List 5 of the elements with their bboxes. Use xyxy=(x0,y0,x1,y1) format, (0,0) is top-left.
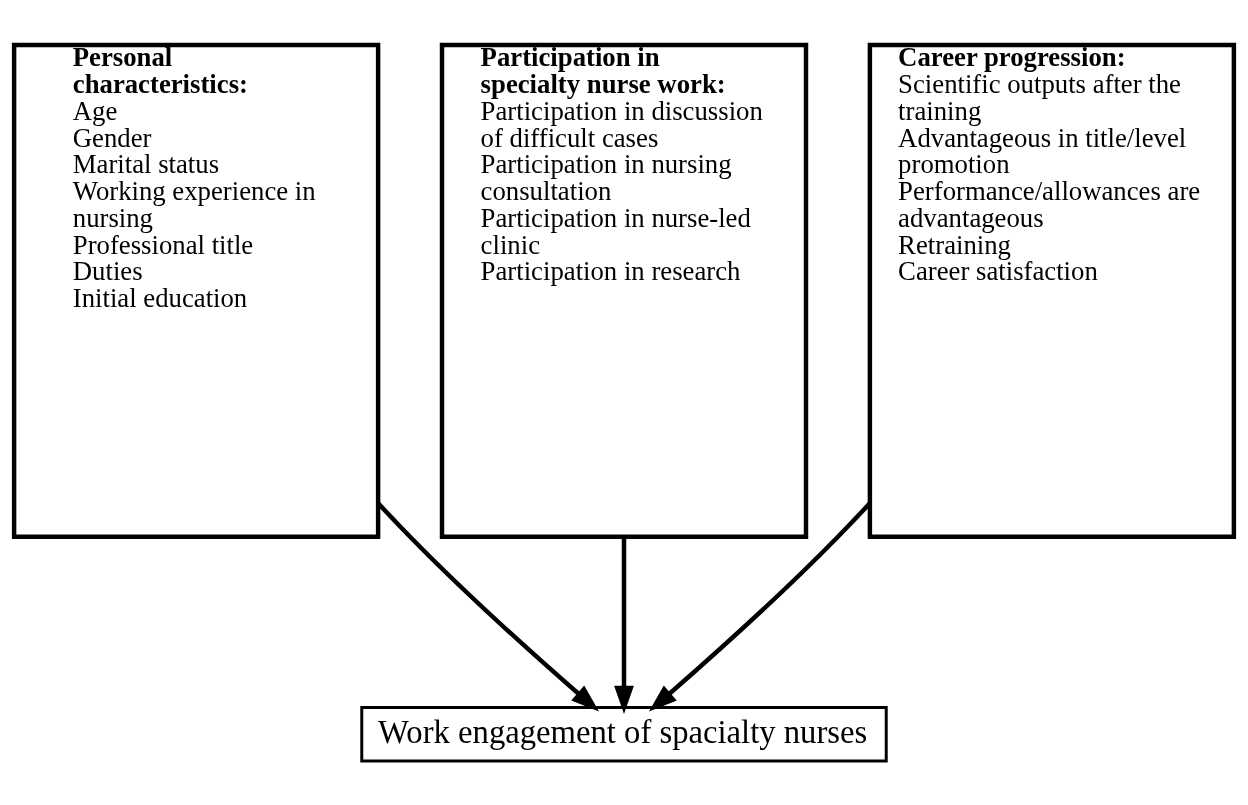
node-box: Career progression: Scientific outputs after the training Advantageous in title/level promotion Performance/allowances are advantageous Retraining Career satisfaction xyxy=(867,42,1237,539)
node-box: Personal characteristics: Age Gender Marital status Working experience in nursing Professional title Duties Initial education xyxy=(11,42,381,539)
arrow xyxy=(614,536,634,714)
node-box: Work engagement of spacialty nurses xyxy=(360,705,888,763)
node-box: Participation in specialty nurse work: Participation in discussion of difficult cases Participation in nursing consultation Participation in nurse-led clinic Participation in research xyxy=(439,42,809,539)
